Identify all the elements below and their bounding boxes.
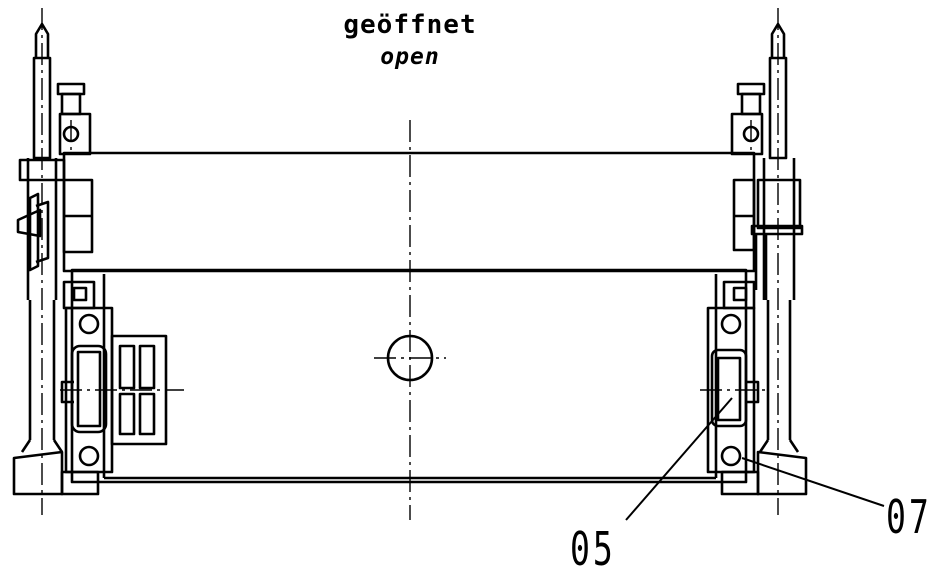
right-clamp-lever — [732, 178, 804, 300]
callout-label-07: 07 — [886, 490, 932, 544]
state-label-english: open — [380, 44, 440, 70]
centerlines — [41, 8, 779, 520]
callout-label-05: 05 — [570, 522, 616, 576]
upper-housing-plate — [62, 151, 756, 273]
leader-line-07 — [741, 457, 885, 507]
left-base-foot — [12, 450, 100, 496]
state-label-german: geöffnet — [343, 10, 477, 40]
right-adjusting-screw — [722, 82, 766, 310]
right-base-foot — [720, 450, 808, 496]
lower-housing-frame — [70, 268, 748, 484]
leader-line-05 — [625, 397, 733, 521]
